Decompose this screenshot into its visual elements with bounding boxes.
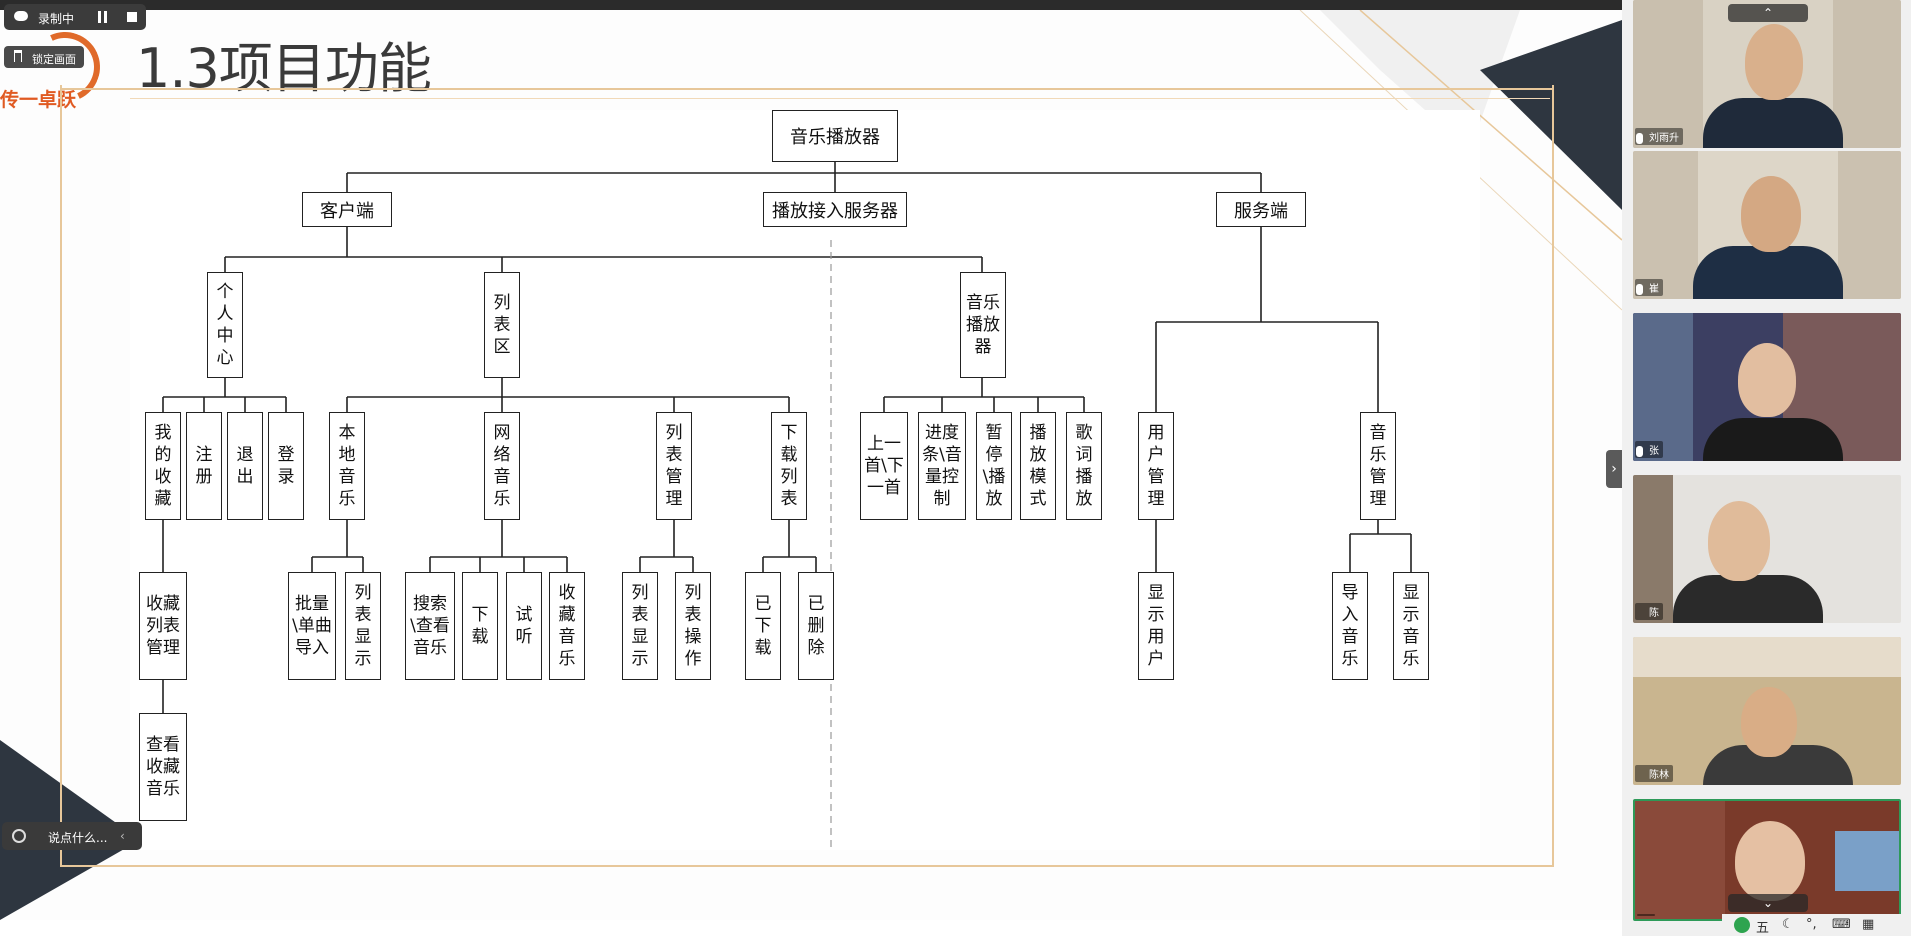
pause-recording-button[interactable] xyxy=(98,11,107,23)
node-show-music: 显示音乐 xyxy=(1393,572,1429,680)
mic-muted-icon xyxy=(1636,284,1643,295)
ime-logo-icon[interactable] xyxy=(1734,917,1750,933)
node-list-area: 列表区 xyxy=(484,272,520,378)
node-show-users: 显示用户 xyxy=(1138,572,1174,680)
chat-collapse-icon[interactable]: ‹ xyxy=(120,829,125,843)
hierarchy-diagram: 音乐播放器 客户端 播放接入服务器 服务端 个人中心 列表区 音乐播放器 我的收… xyxy=(130,110,1480,850)
node-music-player: 音乐播放器 xyxy=(960,272,1006,378)
bottom-toolbar-strip xyxy=(0,920,1622,936)
logo-text: 传一卓跃 xyxy=(0,89,77,111)
node-music-manage: 音乐管理 xyxy=(1360,412,1396,520)
node-list-operation: 列表操作 xyxy=(675,572,711,680)
recording-controls: 录制中 xyxy=(4,4,146,30)
scroll-up-button[interactable]: ⌃ xyxy=(1728,4,1808,22)
connector-lines xyxy=(162,162,1412,713)
stop-recording-button[interactable] xyxy=(127,12,137,22)
node-register: 注册 xyxy=(186,412,222,520)
node-download: 下载 xyxy=(462,572,498,680)
node-play-mode: 播放模式 xyxy=(1020,412,1056,520)
participant-name xyxy=(1637,914,1655,916)
grid-icon[interactable]: ▦ xyxy=(1862,917,1875,932)
participant-name: 刘雨升 xyxy=(1635,128,1683,145)
deco-shape-2 xyxy=(1480,20,1622,210)
scroll-down-button[interactable]: ⌄ xyxy=(1728,894,1808,912)
lock-screen-button[interactable]: 锁定画面 xyxy=(4,46,84,68)
node-local-music: 本地音乐 xyxy=(329,412,365,520)
node-net-music: 网络音乐 xyxy=(484,412,520,520)
title-underline-thin xyxy=(130,98,1550,99)
node-client: 客户端 xyxy=(302,192,392,227)
system-tray: 五 ☾ °, ⌨ ▦ xyxy=(1722,914,1911,936)
node-download-list: 下载列表 xyxy=(771,412,807,520)
node-local-list-display: 列表显示 xyxy=(345,572,381,680)
shared-slide: 传一卓跃 1.3项目功能 xyxy=(0,10,1622,920)
diagram-connectors xyxy=(162,162,1412,850)
top-bar xyxy=(0,0,1911,10)
node-user-manage: 用户管理 xyxy=(1138,412,1174,520)
participant-name: 陈林 xyxy=(1635,765,1673,782)
node-manage-list-display: 列表显示 xyxy=(622,572,658,680)
participant-tile[interactable]: 陈 xyxy=(1633,475,1901,623)
node-logout: 退出 xyxy=(227,412,263,520)
node-personal-center: 个人中心 xyxy=(207,272,243,378)
participant-tile[interactable]: 刘雨升 xyxy=(1633,0,1901,148)
node-login: 登录 xyxy=(268,412,304,520)
node-prev-next: 上一首\下一首 xyxy=(860,412,908,520)
participant-tile[interactable]: 陈林 xyxy=(1633,637,1901,785)
node-view-favorite-music: 查看收藏音乐 xyxy=(139,713,187,821)
title-underline xyxy=(62,88,1552,90)
node-batch-import: 批量\单曲导入 xyxy=(288,572,336,680)
deco-line-1 xyxy=(1359,10,1622,241)
chat-input[interactable]: 说点什么... ‹ xyxy=(2,822,142,850)
keyboard-icon[interactable]: ⌨ xyxy=(1832,917,1851,932)
pin-icon xyxy=(14,50,22,62)
node-pause-play: 暂停\播放 xyxy=(976,412,1012,520)
node-lyrics: 歌词播放 xyxy=(1066,412,1102,520)
node-collect-music: 收藏音乐 xyxy=(549,572,585,680)
participant-tile[interactable]: 崔 xyxy=(1633,151,1901,299)
participant-name: 陈 xyxy=(1635,603,1663,620)
emoji-icon[interactable] xyxy=(12,829,26,843)
node-import-music: 导入音乐 xyxy=(1332,572,1368,680)
node-downloaded: 已下载 xyxy=(745,572,781,680)
node-favorites-list-manage: 收藏列表管理 xyxy=(139,572,187,680)
ime-mode-label[interactable]: 五 xyxy=(1756,921,1770,936)
mic-muted-icon xyxy=(1636,133,1643,144)
participant-tile[interactable]: 张 xyxy=(1633,313,1901,461)
chat-placeholder: 说点什么... xyxy=(48,831,108,845)
node-search-view-music: 搜索\查看音乐 xyxy=(405,572,455,680)
node-preview: 试听 xyxy=(506,572,542,680)
node-my-favorites: 我的收藏 xyxy=(145,412,181,520)
node-deleted: 已删除 xyxy=(798,572,834,680)
node-root: 音乐播放器 xyxy=(772,110,898,162)
recording-status: 录制中 xyxy=(38,12,75,26)
lock-screen-label: 锁定画面 xyxy=(32,53,76,66)
slide-frame xyxy=(60,85,1554,867)
node-list-manage: 列表管理 xyxy=(656,412,692,520)
node-access-server: 播放接入服务器 xyxy=(763,192,907,227)
panel-collapse-handle[interactable]: › xyxy=(1606,450,1622,488)
node-server: 服务端 xyxy=(1216,192,1306,227)
mic-icon xyxy=(1636,446,1643,457)
moon-icon[interactable]: ☾ xyxy=(1782,917,1794,932)
punctuation-icon[interactable]: °, xyxy=(1806,917,1817,932)
node-progress-volume: 进度条\音量控制 xyxy=(918,412,966,520)
cloud-icon xyxy=(14,11,28,21)
